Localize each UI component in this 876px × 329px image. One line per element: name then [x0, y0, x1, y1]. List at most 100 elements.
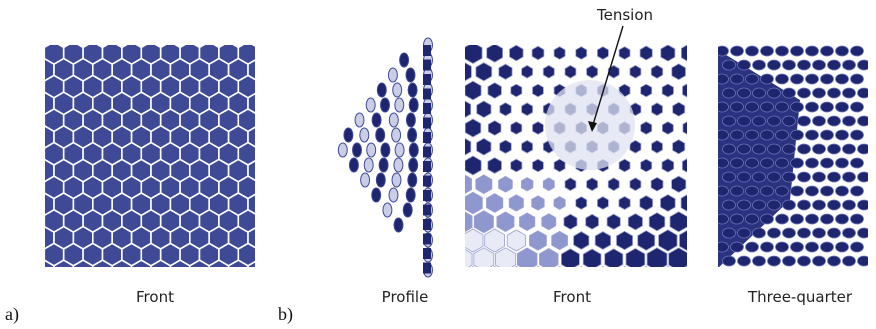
- tension-hex-tile: [629, 139, 642, 154]
- tension-hex-tile: [681, 45, 687, 62]
- profile-tile: [391, 127, 402, 143]
- three-quarter-tile: [857, 115, 868, 127]
- profile-tile: [359, 127, 370, 143]
- three-quarter-tile: [827, 171, 841, 183]
- tension-hex-tile: [639, 195, 653, 211]
- three-quarter-tile: [842, 59, 856, 71]
- tension-hex-tile: [487, 82, 502, 99]
- profile-tile: [354, 112, 365, 128]
- three-quarter-tile: [805, 129, 819, 141]
- tension-hex-tile: [661, 83, 674, 98]
- three-quarter-tile: [767, 87, 781, 99]
- tension-hex-tile: [487, 120, 502, 136]
- three-quarter-tile: [790, 185, 804, 197]
- hex-tile: [111, 259, 133, 267]
- profile-edge-tile: [423, 132, 431, 143]
- profile-tile: [387, 67, 398, 83]
- three-quarter-tile: [812, 199, 826, 211]
- three-quarter-tile: [722, 87, 736, 99]
- tension-hex-tile: [521, 177, 534, 192]
- three-quarter-tile: [722, 227, 736, 239]
- three-quarter-tile: [730, 185, 744, 197]
- three-quarter-tile: [790, 241, 804, 253]
- three-quarter-tile: [827, 143, 841, 155]
- hex-tile: [169, 259, 191, 267]
- three-quarter-tile: [797, 59, 811, 71]
- tension-hex-tile: [487, 157, 502, 174]
- profile-edge-tile: [423, 74, 431, 85]
- tension-hex-tile: [465, 45, 483, 64]
- profile-tile: [391, 172, 402, 188]
- tension-hex-tile: [465, 248, 473, 267]
- tension-hex-tile: [475, 174, 493, 195]
- tension-hex-tile: [658, 229, 678, 252]
- three-quarter-tile: [767, 115, 781, 127]
- three-quarter-tile: [850, 45, 864, 57]
- three-quarter-tile: [718, 101, 729, 113]
- profile-edge-tile: [423, 146, 431, 158]
- three-quarter-tile: [857, 199, 868, 211]
- three-quarter-tile: [835, 157, 849, 169]
- three-quarter-tile: [760, 213, 774, 225]
- profile-tile: [408, 157, 419, 173]
- three-quarter-tile: [812, 143, 826, 155]
- three-quarter-tile: [722, 255, 736, 267]
- tension-hex-tile: [594, 231, 611, 250]
- tension-hex-tile: [521, 139, 533, 154]
- tension-hex-tile: [542, 177, 555, 192]
- three-quarter-tile: [737, 171, 751, 183]
- tension-annotation: Tension: [596, 6, 653, 24]
- three-quarter-tile: [790, 101, 804, 113]
- tension-hex-tile: [651, 139, 663, 154]
- three-quarter-tile: [850, 185, 864, 197]
- tension-hex-tile: [606, 213, 621, 230]
- tension-hex-tile: [662, 121, 674, 135]
- tension-hex-tile: [475, 62, 493, 82]
- tension-hex-tile: [519, 212, 536, 232]
- three-quarter-tile: [857, 59, 868, 71]
- tension-hex-tile: [637, 230, 656, 251]
- tension-hex-tile: [465, 137, 472, 156]
- hex-tile: [72, 259, 94, 267]
- tension-hex-tile: [640, 83, 653, 98]
- profile-tile: [337, 142, 348, 158]
- tension-hex-tile: [471, 266, 475, 267]
- profile-edge-tile: [423, 88, 431, 100]
- tension-hex-tile: [627, 213, 643, 231]
- three-quarter-tile: [820, 241, 834, 253]
- tension-hex-tile: [496, 211, 515, 233]
- three-quarter-tile: [775, 213, 789, 225]
- three-quarter-tile: [737, 87, 751, 99]
- tension-hex-tile: [465, 80, 482, 101]
- three-quarter-tile: [790, 129, 804, 141]
- three-quarter-tile: [812, 59, 826, 71]
- tension-hex-tile: [680, 194, 687, 212]
- three-quarter-tile: [842, 115, 856, 127]
- three-quarter-tile: [782, 171, 796, 183]
- profile-edge-tile: [423, 190, 431, 201]
- profile-tile: [343, 127, 354, 143]
- tension-hex-tile: [465, 118, 482, 138]
- three-quarter-tile: [775, 45, 789, 57]
- profile-tile: [394, 97, 405, 113]
- three-quarter-tile: [790, 157, 804, 169]
- tension-hex-tile: [498, 63, 513, 80]
- profile-edge-tile: [423, 204, 431, 216]
- tension-hex-tile: [573, 231, 590, 250]
- three-quarter-tile: [752, 59, 766, 71]
- tension-hex-tile: [506, 229, 526, 252]
- tension-hex-tile: [514, 266, 518, 267]
- profile-tile: [408, 97, 419, 113]
- profile-tile: [363, 157, 374, 173]
- three-quarter-tile: [745, 45, 759, 57]
- tension-hex-tile: [510, 83, 523, 98]
- tension-hex-tile: [640, 121, 653, 135]
- three-quarter-tile: [820, 157, 834, 169]
- three-quarter-tile: [820, 73, 834, 85]
- three-quarter-tile: [842, 87, 856, 99]
- three-quarter-tile: [857, 87, 868, 99]
- three-quarter-tile: [767, 143, 781, 155]
- three-quarter-tile: [760, 241, 774, 253]
- profile-tile: [405, 187, 416, 203]
